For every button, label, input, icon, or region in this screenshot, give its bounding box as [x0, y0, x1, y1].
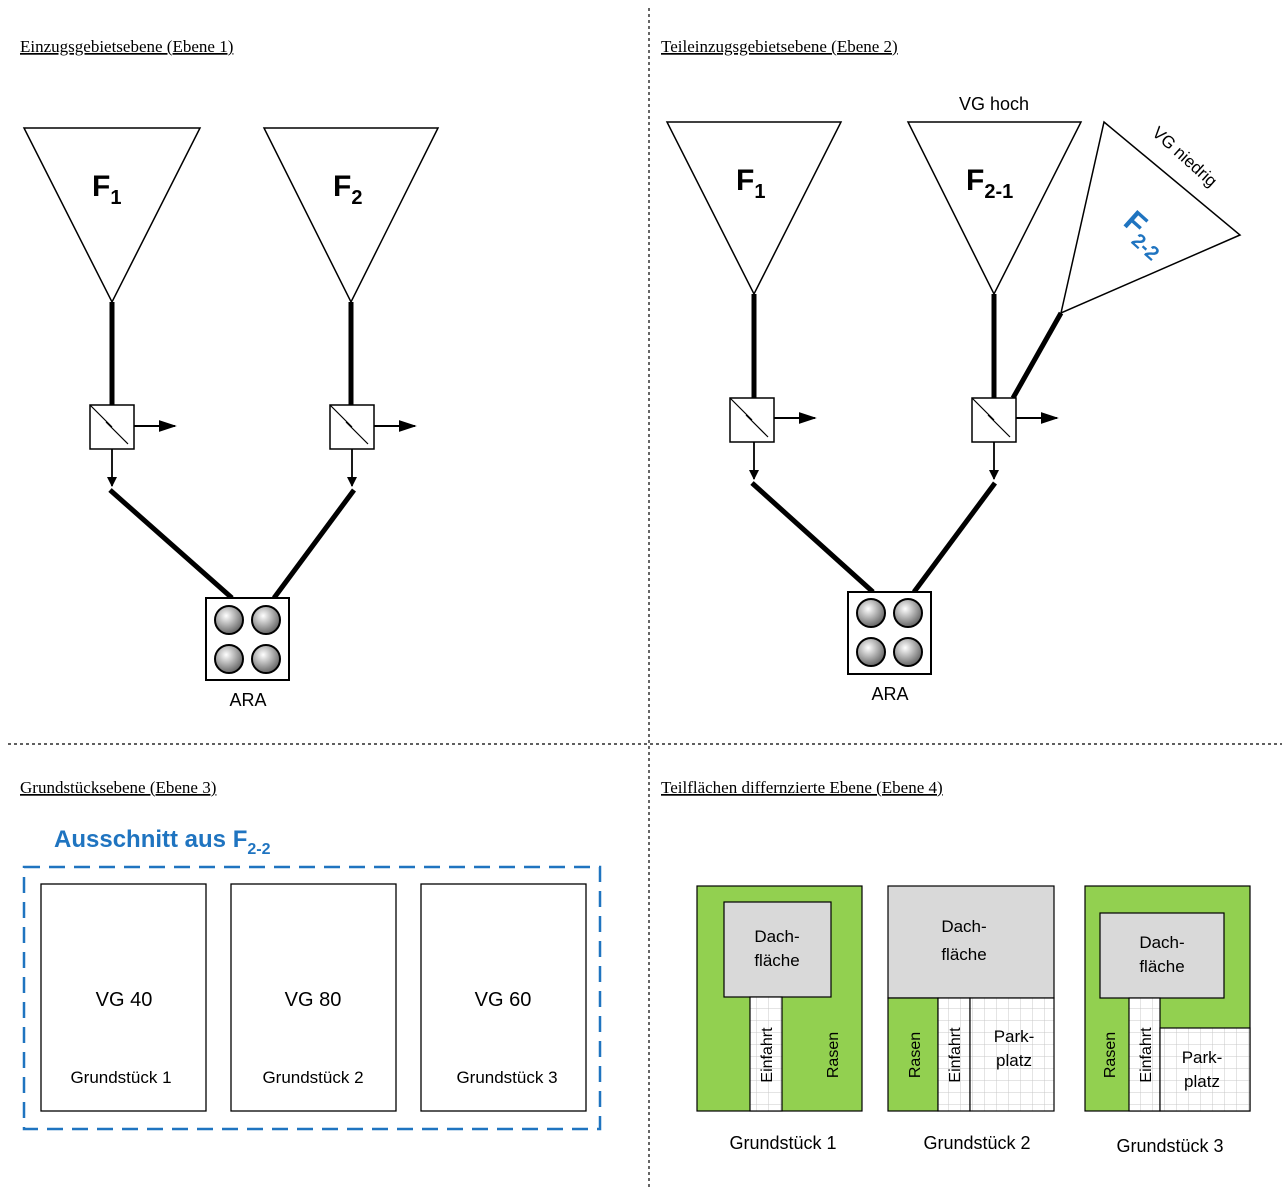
catchment-f1-triangle — [22, 127, 202, 304]
driveway-label: Einfahrt — [1138, 1027, 1155, 1083]
overflow-structure-f1 — [89, 404, 135, 450]
roof-label: Dach-fläche — [754, 927, 799, 970]
catchment-f1-label: F1 — [92, 170, 121, 209]
level3-diagram: Ausschnitt aus F2-2 VG 40 Grundstück 1 V… — [22, 826, 602, 1131]
subarea-plot-name: Grundstück 2 — [923, 1133, 1030, 1153]
driveway-label: Einfahrt — [947, 1027, 964, 1083]
level4-diagram: Dach-fläche Einfahrt Rasen Grundstück 1 … — [696, 885, 1251, 1156]
trunk-pipe-left — [750, 481, 875, 594]
level2-diagram: F1 F2-1 VG hoch VG niedrig F2-2 — [665, 94, 1242, 704]
treatment-plant — [847, 591, 932, 675]
plot-card-2: VG 80 Grundstück 2 — [230, 883, 397, 1112]
lawn-label: Rasen — [825, 1032, 842, 1078]
trunk-pipe-right — [911, 481, 998, 594]
lawn-label: Rasen — [907, 1032, 924, 1078]
q1-title: Einzugsgebietsebene (Ebene 1) — [20, 37, 233, 56]
plot-vg-value: VG 60 — [475, 989, 532, 1011]
overflow-structure-f1 — [729, 397, 775, 443]
catchment-f22-triangle — [1059, 120, 1242, 315]
trunk-pipe-left — [108, 488, 234, 600]
plot-card-3: VG 60 Grundstück 3 — [420, 883, 587, 1112]
overflow-structure-f2 — [329, 404, 375, 450]
parking-label: Park-platz — [1182, 1048, 1223, 1091]
roof-area — [1099, 912, 1225, 999]
excerpt-frame — [22, 865, 602, 1131]
driveway-area — [1128, 997, 1161, 1112]
treatment-plant-label: ARA — [871, 684, 908, 704]
subarea-plot-2: Dach-fläche Rasen Einfahrt Park-platz — [887, 885, 1055, 1112]
roof-area — [723, 901, 832, 998]
trunk-pipe-right — [271, 488, 357, 600]
plot-card-1: VG 40 Grundstück 1 — [40, 883, 207, 1112]
catchment-f21-label: F2-1 — [966, 164, 1013, 203]
q3-title: Grundstücksebene (Ebene 3) — [20, 778, 216, 797]
plot-vg-value: VG 80 — [285, 989, 342, 1011]
q4-title: Teilflächen differnzierte Ebene (Ebene 4… — [661, 778, 943, 797]
catchment-f21-triangle — [906, 121, 1083, 296]
q2-title: Teileinzugsgebietsebene (Ebene 2) — [661, 37, 898, 56]
roof-label: Dach-fläche — [1139, 933, 1184, 976]
parking-area — [1159, 1027, 1251, 1112]
treatment-plant-label: ARA — [229, 690, 266, 710]
overflow-structure-f2 — [971, 397, 1017, 443]
catchment-f2-triangle — [262, 127, 440, 304]
roof-label: Dach-fläche — [941, 917, 986, 964]
plot-name: Grundstück 3 — [456, 1068, 557, 1087]
plot-name: Grundstück 1 — [70, 1068, 171, 1087]
level1-diagram: F1 F2 ARA — [22, 127, 440, 710]
subarea-plot-3: Dach-fläche Rasen Einfahrt Park-platz — [1084, 885, 1251, 1112]
plot-vg-value: VG 40 — [96, 989, 153, 1011]
lawn-label: Rasen — [1102, 1032, 1119, 1078]
excerpt-heading: Ausschnitt aus F2-2 — [54, 826, 271, 858]
driveway-area — [749, 996, 783, 1112]
roof-area — [887, 885, 1055, 999]
lawn-area — [887, 997, 939, 1112]
catchment-f2-label: F2 — [333, 170, 362, 209]
plot-name: Grundstück 2 — [262, 1068, 363, 1087]
sewer-pipe-f22 — [1010, 311, 1064, 400]
subarea-plot-name: Grundstück 3 — [1116, 1136, 1223, 1156]
driveway-label: Einfahrt — [759, 1027, 776, 1083]
parking-area — [969, 997, 1055, 1112]
catchment-f1-label: F1 — [736, 164, 765, 203]
subarea-plot-1: Dach-fläche Einfahrt Rasen — [696, 885, 863, 1112]
subarea-plot-name: Grundstück 1 — [729, 1133, 836, 1153]
treatment-plant — [205, 597, 290, 681]
vg-high-label: VG hoch — [959, 94, 1029, 114]
parking-label: Park-platz — [994, 1027, 1035, 1070]
catchment-f1-triangle — [665, 121, 843, 296]
